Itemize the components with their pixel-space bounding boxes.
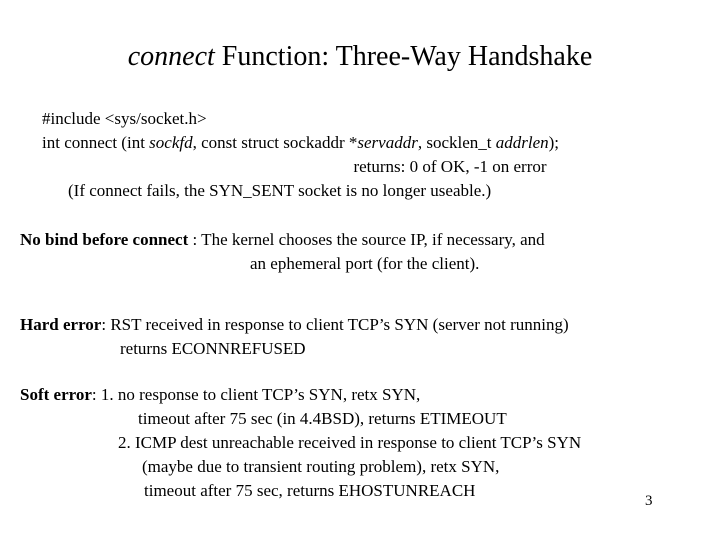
hard-error-line-2: returns ECONNREFUSED <box>120 339 306 358</box>
return-value-line: returns: 0 of OK, -1 on error <box>353 157 547 176</box>
page-number: 3 <box>645 493 653 509</box>
no-bind-line-2: an ephemeral port (for the client). <box>250 254 480 273</box>
title-emphasis: connect <box>127 41 215 72</box>
title-rest: Function: Three-Way Handshake <box>214 41 593 72</box>
signature-part-1: int connect (int <box>42 133 150 152</box>
signature-param-sockfd: sockfd <box>149 133 193 152</box>
hard-error-label: Hard error <box>20 315 102 334</box>
signature-part-4: ); <box>548 133 560 152</box>
include-line: #include <sys/socket.h> <box>42 109 207 128</box>
soft-error-line-1-rest: : 1. no response to client TCP’s SYN, re… <box>91 385 421 404</box>
no-bind-line-1: No bind before connect : The kernel choo… <box>20 228 710 252</box>
soft-error-line-2: timeout after 75 sec (in 4.4BSD), return… <box>138 409 507 428</box>
soft-error-line-3: 2. ICMP dest unreachable received in res… <box>118 433 582 452</box>
syn-sent-note-line: (If connect fails, the SYN_SENT socket i… <box>68 181 492 200</box>
signature-part-3: , socklen_t <box>417 133 496 152</box>
hard-error-line-1: Hard error: RST received in response to … <box>20 313 720 337</box>
soft-error-paragraph: Soft error: 1. no response to client TCP… <box>20 383 720 503</box>
function-synopsis-block: #include <sys/socket.h> int connect (int… <box>0 107 720 203</box>
soft-error-line-4: (maybe due to transient routing problem)… <box>142 457 500 476</box>
soft-error-line-5: timeout after 75 sec, returns EHOSTUNREA… <box>144 481 476 500</box>
function-signature-line: int connect (int sockfd, const struct so… <box>0 131 720 155</box>
signature-part-2: , const struct sockaddr * <box>192 133 358 152</box>
page-title: connect Function: Three-Way Handshake <box>0 40 720 74</box>
hard-error-line-1-rest: : RST received in response to client TCP… <box>101 315 569 334</box>
no-bind-label: No bind before connect <box>20 230 189 249</box>
soft-error-line-1: Soft error: 1. no response to client TCP… <box>20 383 720 407</box>
no-bind-paragraph: No bind before connect : The kernel choo… <box>20 228 710 276</box>
signature-param-servaddr: servaddr <box>357 133 418 152</box>
signature-param-addrlen: addrlen <box>495 133 549 152</box>
soft-error-label: Soft error <box>20 385 92 404</box>
hard-error-paragraph: Hard error: RST received in response to … <box>20 313 720 361</box>
no-bind-line-1-rest: : The kernel chooses the source IP, if n… <box>188 230 545 249</box>
